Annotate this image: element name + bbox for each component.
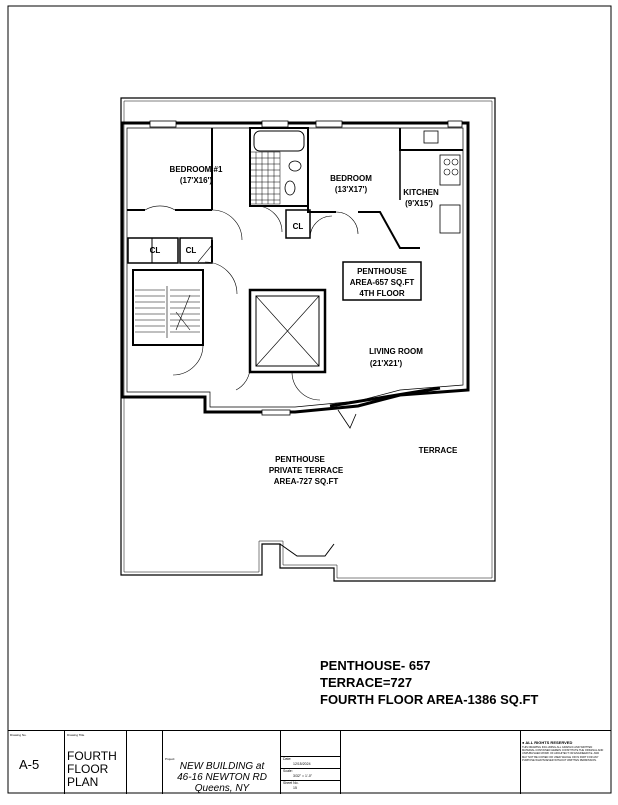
scale-label: Scale: <box>283 769 293 773</box>
stove-burner-2 <box>451 158 459 166</box>
bedroom1-size: (17'X16') <box>180 176 213 185</box>
bedroom2-name: BEDROOM <box>330 174 372 183</box>
project-line2: 46-16 NEWTON RD <box>177 772 267 783</box>
bedroom2-door-swing <box>335 211 359 235</box>
drawing-title-label: Drawing Title <box>67 733 85 737</box>
stair-door-swing <box>172 344 204 376</box>
living-room-size: (21'X21') <box>370 359 403 368</box>
penthouse-box-line2: AREA-657 SQ.FT <box>350 278 415 287</box>
stove-burner-3 <box>443 168 451 176</box>
drawing-title-line3: PLAN <box>67 775 99 789</box>
drawing-number: A-5 <box>19 757 40 772</box>
date-label: Date: <box>283 757 292 761</box>
closet-a-box <box>127 237 179 264</box>
drawing-title: FOURTH FLOOR PLAN <box>67 750 117 789</box>
penthouse-exterior-wall <box>120 121 470 414</box>
stair-treads <box>135 286 200 338</box>
stove-burner-4 <box>451 168 459 176</box>
closet-b-box <box>179 237 213 264</box>
stair-enclosure <box>132 269 204 346</box>
window-north-1 <box>149 120 177 128</box>
sheet-label: Sheet No. <box>283 781 299 785</box>
bedroom1-name: BEDROOM #1 <box>170 165 223 174</box>
window-south <box>261 409 291 416</box>
rights-text: THIS DRAWING INCLUDING ALL GRAPHIC AND W… <box>522 746 604 762</box>
private-terrace-line1: PENTHOUSE <box>275 455 325 464</box>
closet-b-door <box>197 244 213 263</box>
sheet-value: 15 <box>293 786 297 790</box>
bathroom-door-swing <box>255 205 283 233</box>
bedroom1-door2-swing <box>211 209 243 241</box>
date-value: 12/15/2024 <box>293 762 311 766</box>
blank-cell <box>127 731 163 794</box>
bathroom-sink <box>288 160 302 172</box>
title-block: Drawing No. A-5 Drawing Title FOURTH FLO… <box>8 730 611 794</box>
penthouse-interior-line <box>126 127 464 408</box>
private-terrace-line2: PRIVATE TERRACE <box>269 466 344 475</box>
rights-title-text: ALL RIGHTS RESERVED <box>525 740 573 745</box>
bedroom2-west-wall <box>307 128 336 213</box>
penthouse-box-line3: 4TH FLOOR <box>359 289 405 298</box>
closet-c-label: CL <box>293 222 304 231</box>
toilet <box>284 180 296 196</box>
private-terrace-line3: AREA-727 SQ.FT <box>274 477 339 486</box>
drawing-title-line1: FOURTH <box>67 749 117 763</box>
terrace-boundary <box>120 97 496 582</box>
meta-cell: Date: 12/15/2024 Scale: 3/32" = 1'-0" Sh… <box>281 731 341 794</box>
penthouse-area-box <box>342 261 422 301</box>
closet-c-door <box>309 215 333 239</box>
penthouse-box-line1: PENTHOUSE <box>357 267 407 276</box>
drawing-number-cell: Drawing No. A-5 <box>8 731 65 794</box>
project-label: Project: <box>165 757 176 761</box>
kitchen-counter <box>439 154 461 186</box>
bedroom2-south-wall <box>358 211 420 249</box>
sliding-door-track <box>329 386 441 408</box>
summary-fourth-floor: FOURTH FLOOR AREA-1386 SQ.FT <box>320 692 539 707</box>
bathroom-tile-grid <box>249 151 281 205</box>
refrigerator <box>439 204 461 234</box>
project-line3: Queens, NY <box>194 783 250 794</box>
terrace-door-swing <box>337 409 357 429</box>
terrace-bay <box>279 543 335 557</box>
stove-burner-1 <box>443 158 451 166</box>
window-north-4 <box>447 120 463 128</box>
drawing-title-cell: Drawing Title FOURTH FLOOR PLAN <box>65 731 127 794</box>
project-cell: Project: NEW BUILDING at 46-16 NEWTON RD… <box>163 731 281 794</box>
kitchen-name: KITCHEN <box>403 188 439 197</box>
drawing-title-line2: FLOOR <box>67 762 109 776</box>
elevator-shaft <box>255 295 320 367</box>
bathroom-walls <box>249 127 309 207</box>
closet-b-label: CL <box>186 246 197 255</box>
bedroom2-size: (13'X17') <box>335 185 368 194</box>
living-door-swing <box>291 371 321 401</box>
kitchen-sink <box>423 130 439 144</box>
project-line1: NEW BUILDING at <box>179 761 265 772</box>
drawing-number-label: Drawing No. <box>10 733 27 737</box>
bathtub <box>253 130 305 152</box>
stair-arrow <box>175 294 191 331</box>
bedroom1-door-swing <box>144 205 176 211</box>
scale-value: 3/32" = 1'-0" <box>293 774 313 778</box>
elevator-core <box>248 288 327 374</box>
core-door-swing <box>235 364 251 391</box>
stamp-cell <box>341 731 521 794</box>
terrace-label: TERRACE <box>419 446 458 455</box>
rights-title: ● ALL RIGHTS RESERVED <box>522 740 573 745</box>
sheet-border <box>7 5 612 794</box>
summary-penthouse: PENTHOUSE- 657 <box>320 658 431 673</box>
window-north-2 <box>261 120 289 128</box>
project-name: NEW BUILDING at 46-16 NEWTON RD Queens, … <box>167 761 277 794</box>
summary-terrace: TERRACE=727 <box>320 675 413 690</box>
closet-c-box <box>285 209 311 239</box>
closet-a-label: CL <box>150 246 161 255</box>
kitchen-size: (9'X15') <box>405 199 433 208</box>
living-room-name: LIVING ROOM <box>369 347 423 356</box>
elevator-cross <box>255 295 320 367</box>
hall-door-swing <box>204 261 238 295</box>
terrace-boundary-inner <box>123 100 493 579</box>
window-north-3 <box>315 120 343 128</box>
area-summary: PENTHOUSE- 657 TERRACE=727 FOURTH FLOOR … <box>320 657 538 708</box>
